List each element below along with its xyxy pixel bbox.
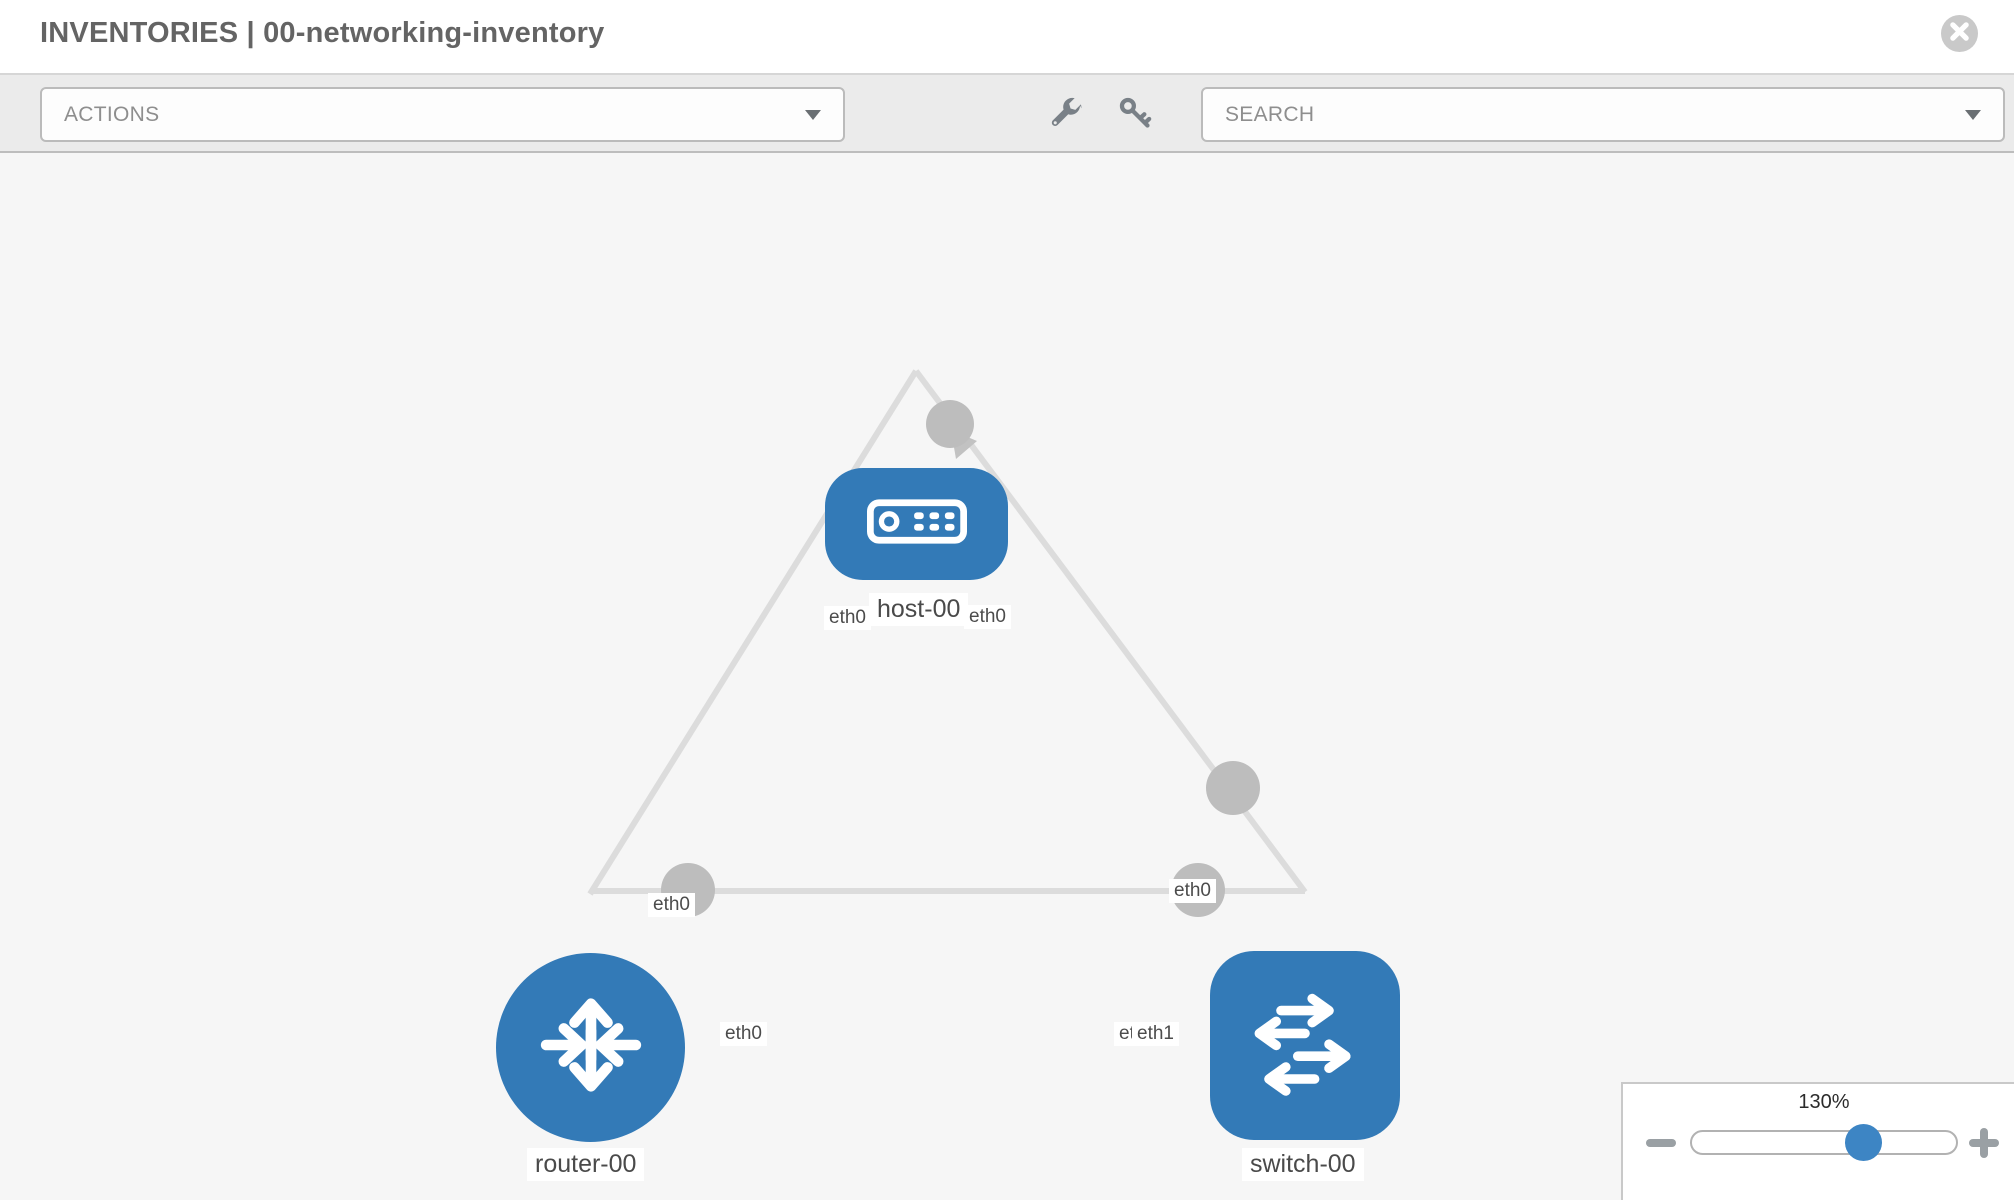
actions-dropdown-label: ACTIONS bbox=[64, 102, 160, 126]
zoom-out-button[interactable] bbox=[1646, 1131, 1678, 1155]
toolbar: ACTIONS SEARCH bbox=[0, 73, 2014, 153]
node-label-router: router-00 bbox=[527, 1148, 645, 1181]
topology-links-layer bbox=[587, 369, 1308, 917]
actions-dropdown[interactable]: ACTIONS bbox=[40, 87, 845, 142]
minus-icon bbox=[1646, 1139, 1676, 1147]
interface-label-router-eth0-right: eth0 bbox=[720, 1022, 767, 1046]
interface-label-host-eth0-right: eth0 bbox=[964, 605, 1011, 629]
close-icon bbox=[1950, 21, 1969, 46]
credentials-button[interactable] bbox=[1115, 95, 1155, 135]
close-button[interactable] bbox=[1941, 15, 1978, 52]
switch-arrows-icon bbox=[1245, 983, 1365, 1108]
zoom-level-value: 130% bbox=[1798, 1091, 1850, 1113]
node-router-00[interactable] bbox=[496, 953, 685, 1142]
zoom-slider-track[interactable] bbox=[1690, 1130, 1958, 1155]
server-icon bbox=[866, 499, 967, 549]
configure-button[interactable] bbox=[1046, 95, 1086, 135]
link-arrowhead bbox=[951, 430, 977, 459]
wrench-icon bbox=[1049, 96, 1083, 135]
connector-host-bottom bbox=[926, 400, 974, 448]
interface-label-switch-eth0-top: eth0 bbox=[1169, 879, 1216, 903]
link-host-router bbox=[587, 369, 919, 896]
topology-canvas[interactable]: host-00 router-00 switch-00 eth0 eth0 et… bbox=[0, 153, 2014, 1200]
chevron-down-icon bbox=[1965, 109, 1981, 120]
search-dropdown[interactable]: SEARCH bbox=[1201, 87, 2005, 142]
page-header: INVENTORIES | 00-networking-inventory bbox=[0, 0, 2014, 73]
node-label-switch: switch-00 bbox=[1242, 1148, 1364, 1181]
interface-label-router-eth0-top: eth0 bbox=[648, 893, 695, 917]
node-label-host: host-00 bbox=[869, 593, 969, 626]
interface-label-switch-eth1: eth1 bbox=[1132, 1022, 1179, 1046]
key-icon bbox=[1118, 96, 1152, 135]
node-host-00[interactable] bbox=[825, 468, 1008, 580]
zoom-in-button[interactable] bbox=[1968, 1127, 2000, 1159]
search-placeholder: SEARCH bbox=[1225, 102, 1315, 126]
interface-label-host-eth0-left: eth0 bbox=[824, 606, 871, 630]
page-title: INVENTORIES | 00-networking-inventory bbox=[40, 17, 605, 49]
chevron-down-icon bbox=[805, 109, 821, 120]
node-switch-00[interactable] bbox=[1210, 951, 1400, 1140]
zoom-slider-thumb[interactable] bbox=[1845, 1124, 1882, 1161]
router-arrows-icon bbox=[532, 986, 650, 1109]
connector-switch-topleft bbox=[1206, 761, 1260, 815]
link-host-switch bbox=[913, 369, 1308, 894]
